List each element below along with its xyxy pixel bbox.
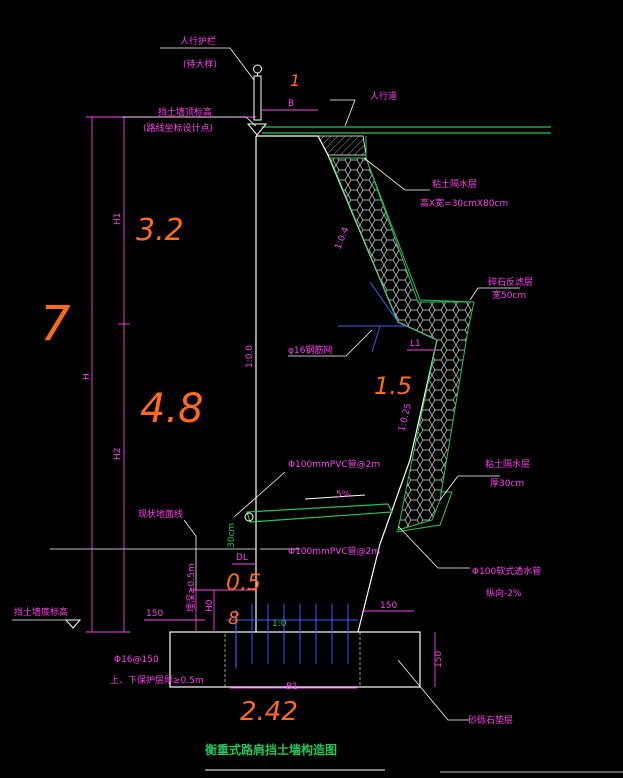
foundation (169, 604, 421, 688)
callout-sand-cushion: 砂砾石垫层 (468, 714, 513, 726)
slope-1-0: 1:0 (272, 619, 287, 629)
dim-L1: L1 (410, 339, 421, 349)
dim-H0: H0 (205, 599, 215, 612)
dim-H: H (82, 373, 92, 380)
slope-1-0.25: 1:0.25 (397, 402, 414, 432)
callout-wall-top-sub: (路线坐标设计点) (143, 122, 213, 134)
annotation-4-8: 4.8 (140, 386, 204, 432)
leader-lines (122, 47, 520, 721)
dim-150-left: 150 (146, 609, 163, 619)
annotation-7: 7 (40, 296, 71, 352)
callout-gravel: 碎石反滤层 (488, 276, 533, 288)
slope-1-0.0: 1:0.0 (245, 345, 255, 368)
callout-railing: 人行护栏 (180, 35, 216, 47)
ground-level-symbol (64, 619, 82, 629)
callout-drain-slope: 纵向-2% (486, 587, 522, 599)
slope-1-0.4: 1:0.4 (334, 226, 352, 251)
callout-foundation-rebar-sub: 上、下保护层厚≥0.5m (110, 674, 204, 686)
annotation-2-42: 2.42 (240, 697, 298, 727)
callout-railing-sub: (待大样) (183, 58, 217, 70)
slope-marks (338, 281, 408, 353)
gravel-filter-layer (329, 136, 475, 533)
annotation-3-2: 3.2 (136, 213, 184, 248)
annotation-1: 1 (290, 71, 300, 90)
callout-pvc-lower: Φ100mmPVC管@2m (288, 545, 380, 557)
callout-waterproof-bottom: 粘土隔水层 (485, 458, 530, 470)
dim-B1: B1 (286, 682, 298, 692)
callout-rebar-net: φ16钢筋网 (288, 344, 332, 356)
callout-sidewalk: 人行道 (370, 90, 397, 102)
dim-30cm: 30cm (227, 523, 237, 548)
dim-150-right: 150 (380, 601, 397, 611)
annotation-1-5: 1.5 (374, 372, 412, 400)
callout-waterproof-top: 粘土隔水层 (432, 178, 477, 190)
callout-wall-top: 挡土墙顶标高 (158, 106, 212, 118)
callout-gravel-sub: 宽50cm (492, 289, 526, 301)
callout-foundation-rebar: Φ16@150 (114, 655, 159, 665)
callout-waterproof-top-sub: 高X宽=30cmX80cm (420, 197, 508, 209)
dim-B: B (288, 99, 294, 109)
dim-H2: H2 (113, 448, 123, 461)
callout-waterproof-bottom-sub: 厚30cm (490, 478, 524, 489)
dim-DL: DL (236, 553, 248, 563)
drawing-title: 衡重式路肩挡土墙构造图 (205, 742, 337, 757)
annotation-0-5: 0.5 (226, 571, 261, 596)
pvc-drain-pipe (244, 494, 393, 523)
railing-post (246, 64, 268, 136)
dim-150-vert: 150 (434, 651, 444, 668)
callout-drain-pipe: Φ100软式透水管 (472, 565, 541, 577)
dim-H1: H1 (113, 213, 123, 226)
annotation-8: 8 (228, 608, 239, 629)
callout-ground-line: 现状地面线 (138, 508, 183, 520)
pct-5: 5% (336, 490, 351, 500)
dim-embed: 埋深≥0.5m (186, 563, 197, 612)
callout-wall-bottom: 挡土墙底标高 (14, 606, 68, 618)
callout-pvc-upper: Φ100mmPVC管@2m (288, 458, 380, 470)
